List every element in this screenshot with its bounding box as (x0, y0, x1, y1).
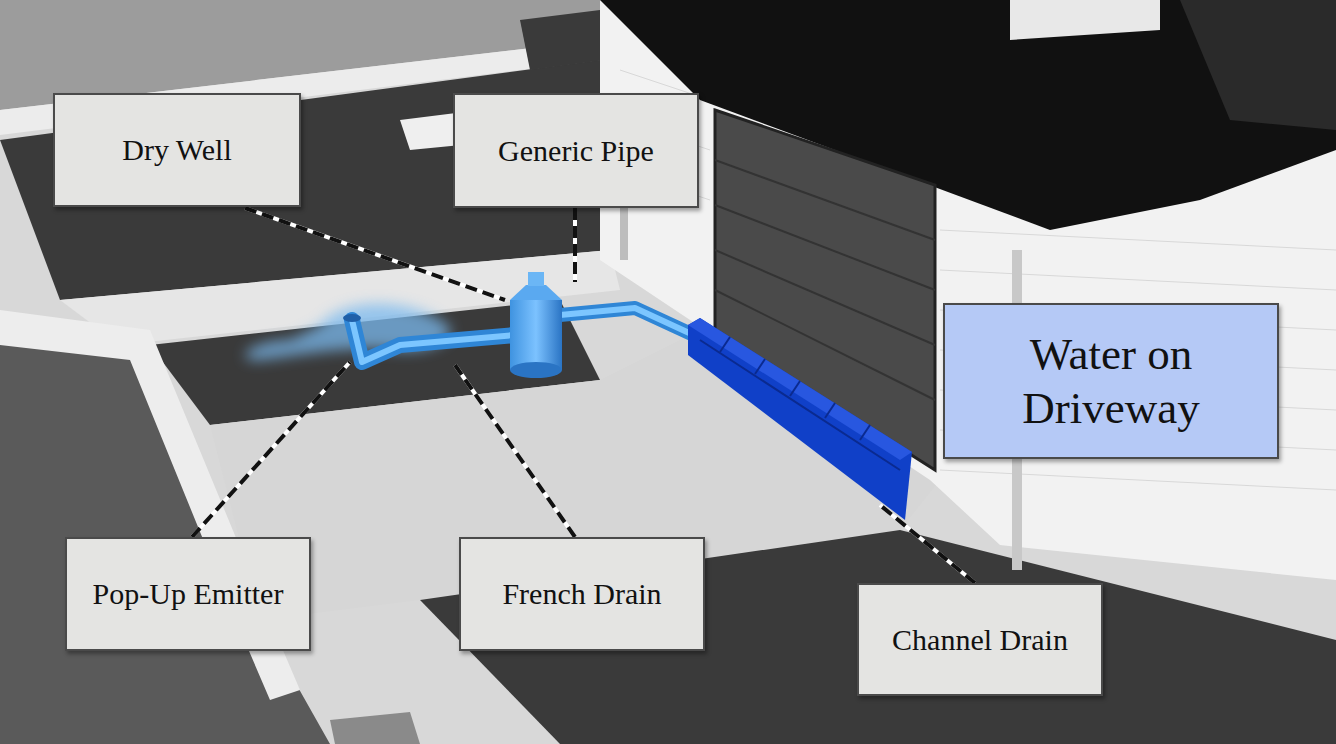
label-box: Water on Driveway (943, 303, 1279, 459)
dormer-roof (1180, 0, 1336, 130)
label-box: French Drain (459, 537, 705, 651)
label-text: French Drain (502, 576, 661, 612)
channel-drain (688, 318, 912, 520)
label-box: Pop-Up Emitter (65, 537, 311, 651)
label-box: Generic Pipe (453, 93, 699, 208)
dormer-window (1010, 0, 1160, 40)
label-box: Channel Drain (857, 583, 1103, 696)
channel-drain-top (688, 318, 912, 460)
label-text: Pop-Up Emitter (93, 576, 284, 612)
house-wall (600, 0, 1336, 580)
dry-well-top (510, 285, 562, 300)
dry-well-lid (528, 272, 544, 286)
label-text: Dry Well (122, 132, 232, 168)
dry-well (510, 300, 562, 370)
small-lawn (520, 10, 605, 70)
label-box: Dry Well (53, 93, 301, 207)
leader-lines (192, 208, 975, 583)
emitter-cap (343, 314, 361, 322)
label-text: Water on Driveway (951, 327, 1271, 435)
dry-well-base (510, 362, 562, 378)
roof (600, 0, 1336, 230)
label-text: Channel Drain (892, 622, 1068, 658)
channel-grate (700, 337, 900, 470)
storm-grate (330, 712, 420, 744)
label-text: Generic Pipe (498, 133, 654, 169)
